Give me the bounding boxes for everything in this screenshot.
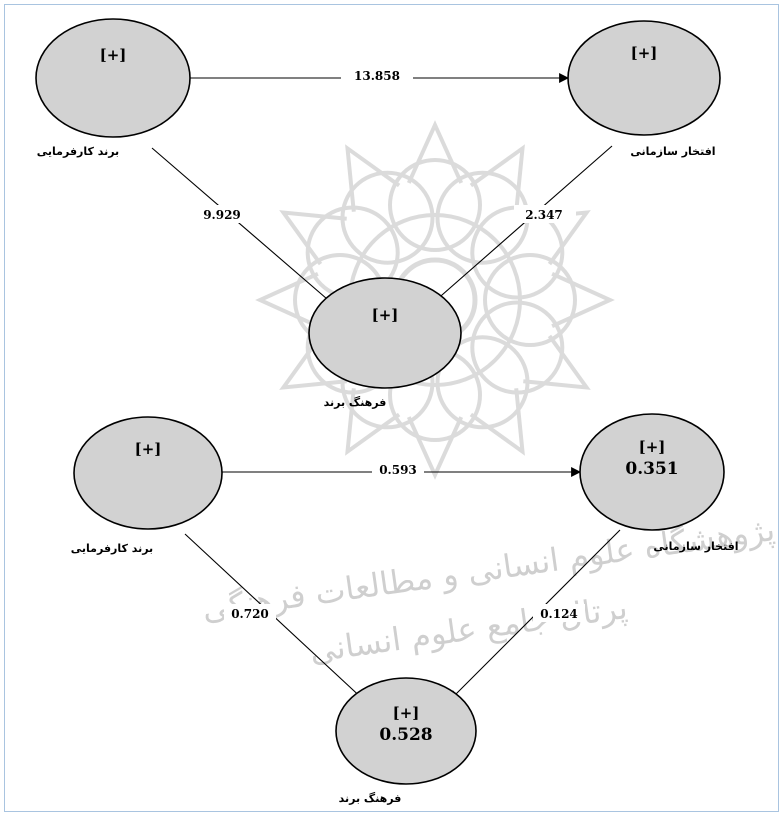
diagram-t-values: 13.858 9.929 2.347 [+] برند کارفرمایی [+…: [35, 18, 721, 409]
watermark-spike: [345, 388, 401, 456]
node-toggle[interactable]: [+]: [135, 440, 162, 458]
node-label: برند کارفرمایی: [71, 542, 153, 555]
node-toggle[interactable]: [+]: [639, 438, 666, 456]
edge-label-employer-culture: 9.929: [203, 208, 241, 222]
watermark-petal: [340, 170, 435, 265]
node-toggle[interactable]: [+]: [393, 704, 420, 722]
watermark-spike: [523, 334, 591, 390]
diagram-path-coefficients: 0.593 0.720 0.124 [+] برند کارفرمایی [+]…: [71, 413, 739, 805]
node-employer-brand: [+] برند کارفرمایی: [35, 18, 191, 158]
node-brand-culture: [+] فرهنگ برند: [308, 277, 462, 409]
edge-employer-culture: [151, 147, 335, 306]
watermark-spike: [469, 144, 525, 212]
edge-label-employer-pride: 0.593: [379, 463, 417, 477]
node-toggle[interactable]: [+]: [372, 306, 399, 324]
watermark-spike: [469, 388, 525, 456]
figure-frame: [4, 4, 779, 812]
watermark-spike: [406, 120, 464, 184]
watermark-petal: [483, 253, 577, 347]
edge-label-pride-culture: 2.347: [525, 208, 563, 222]
node-brand-culture: [+] 0.528 فرهنگ برند: [335, 677, 477, 805]
watermark-spike: [279, 210, 347, 266]
watermark-logo: [255, 120, 615, 480]
node-organizational-pride: [+] 0.351 افتخار سازمانی: [579, 413, 739, 553]
watermark-spike: [279, 334, 347, 390]
node-label: فرهنگ برند: [339, 791, 402, 805]
node-employer-brand: [+] برند کارفرمایی: [71, 416, 223, 555]
watermark-spike: [406, 416, 464, 480]
watermark-petal: [470, 300, 565, 395]
node-label: برند کارفرمایی: [37, 145, 119, 158]
edge-label-employer-culture: 0.720: [231, 607, 269, 621]
node-toggle[interactable]: [+]: [631, 44, 658, 62]
watermark-spike: [345, 144, 401, 212]
edge-pride-culture: [433, 145, 613, 303]
watermark-spike: [551, 271, 615, 329]
node-label: افتخار سازمانی: [653, 540, 738, 553]
node-toggle[interactable]: [+]: [100, 46, 127, 64]
edge-label-employer-pride: 13.858: [354, 69, 400, 83]
edge-label-pride-culture: 0.124: [540, 607, 578, 621]
watermark-spike: [255, 271, 319, 329]
watermark-petal: [388, 158, 482, 252]
watermark-petal: [435, 335, 530, 430]
node-label: افتخار سازمانی: [630, 145, 715, 158]
node-organizational-pride: [+] افتخار سازمانی: [567, 20, 721, 158]
node-r-squared: 0.528: [379, 725, 432, 745]
node-r-squared: 0.351: [625, 459, 678, 479]
node-label: فرهنگ برند: [324, 395, 387, 409]
